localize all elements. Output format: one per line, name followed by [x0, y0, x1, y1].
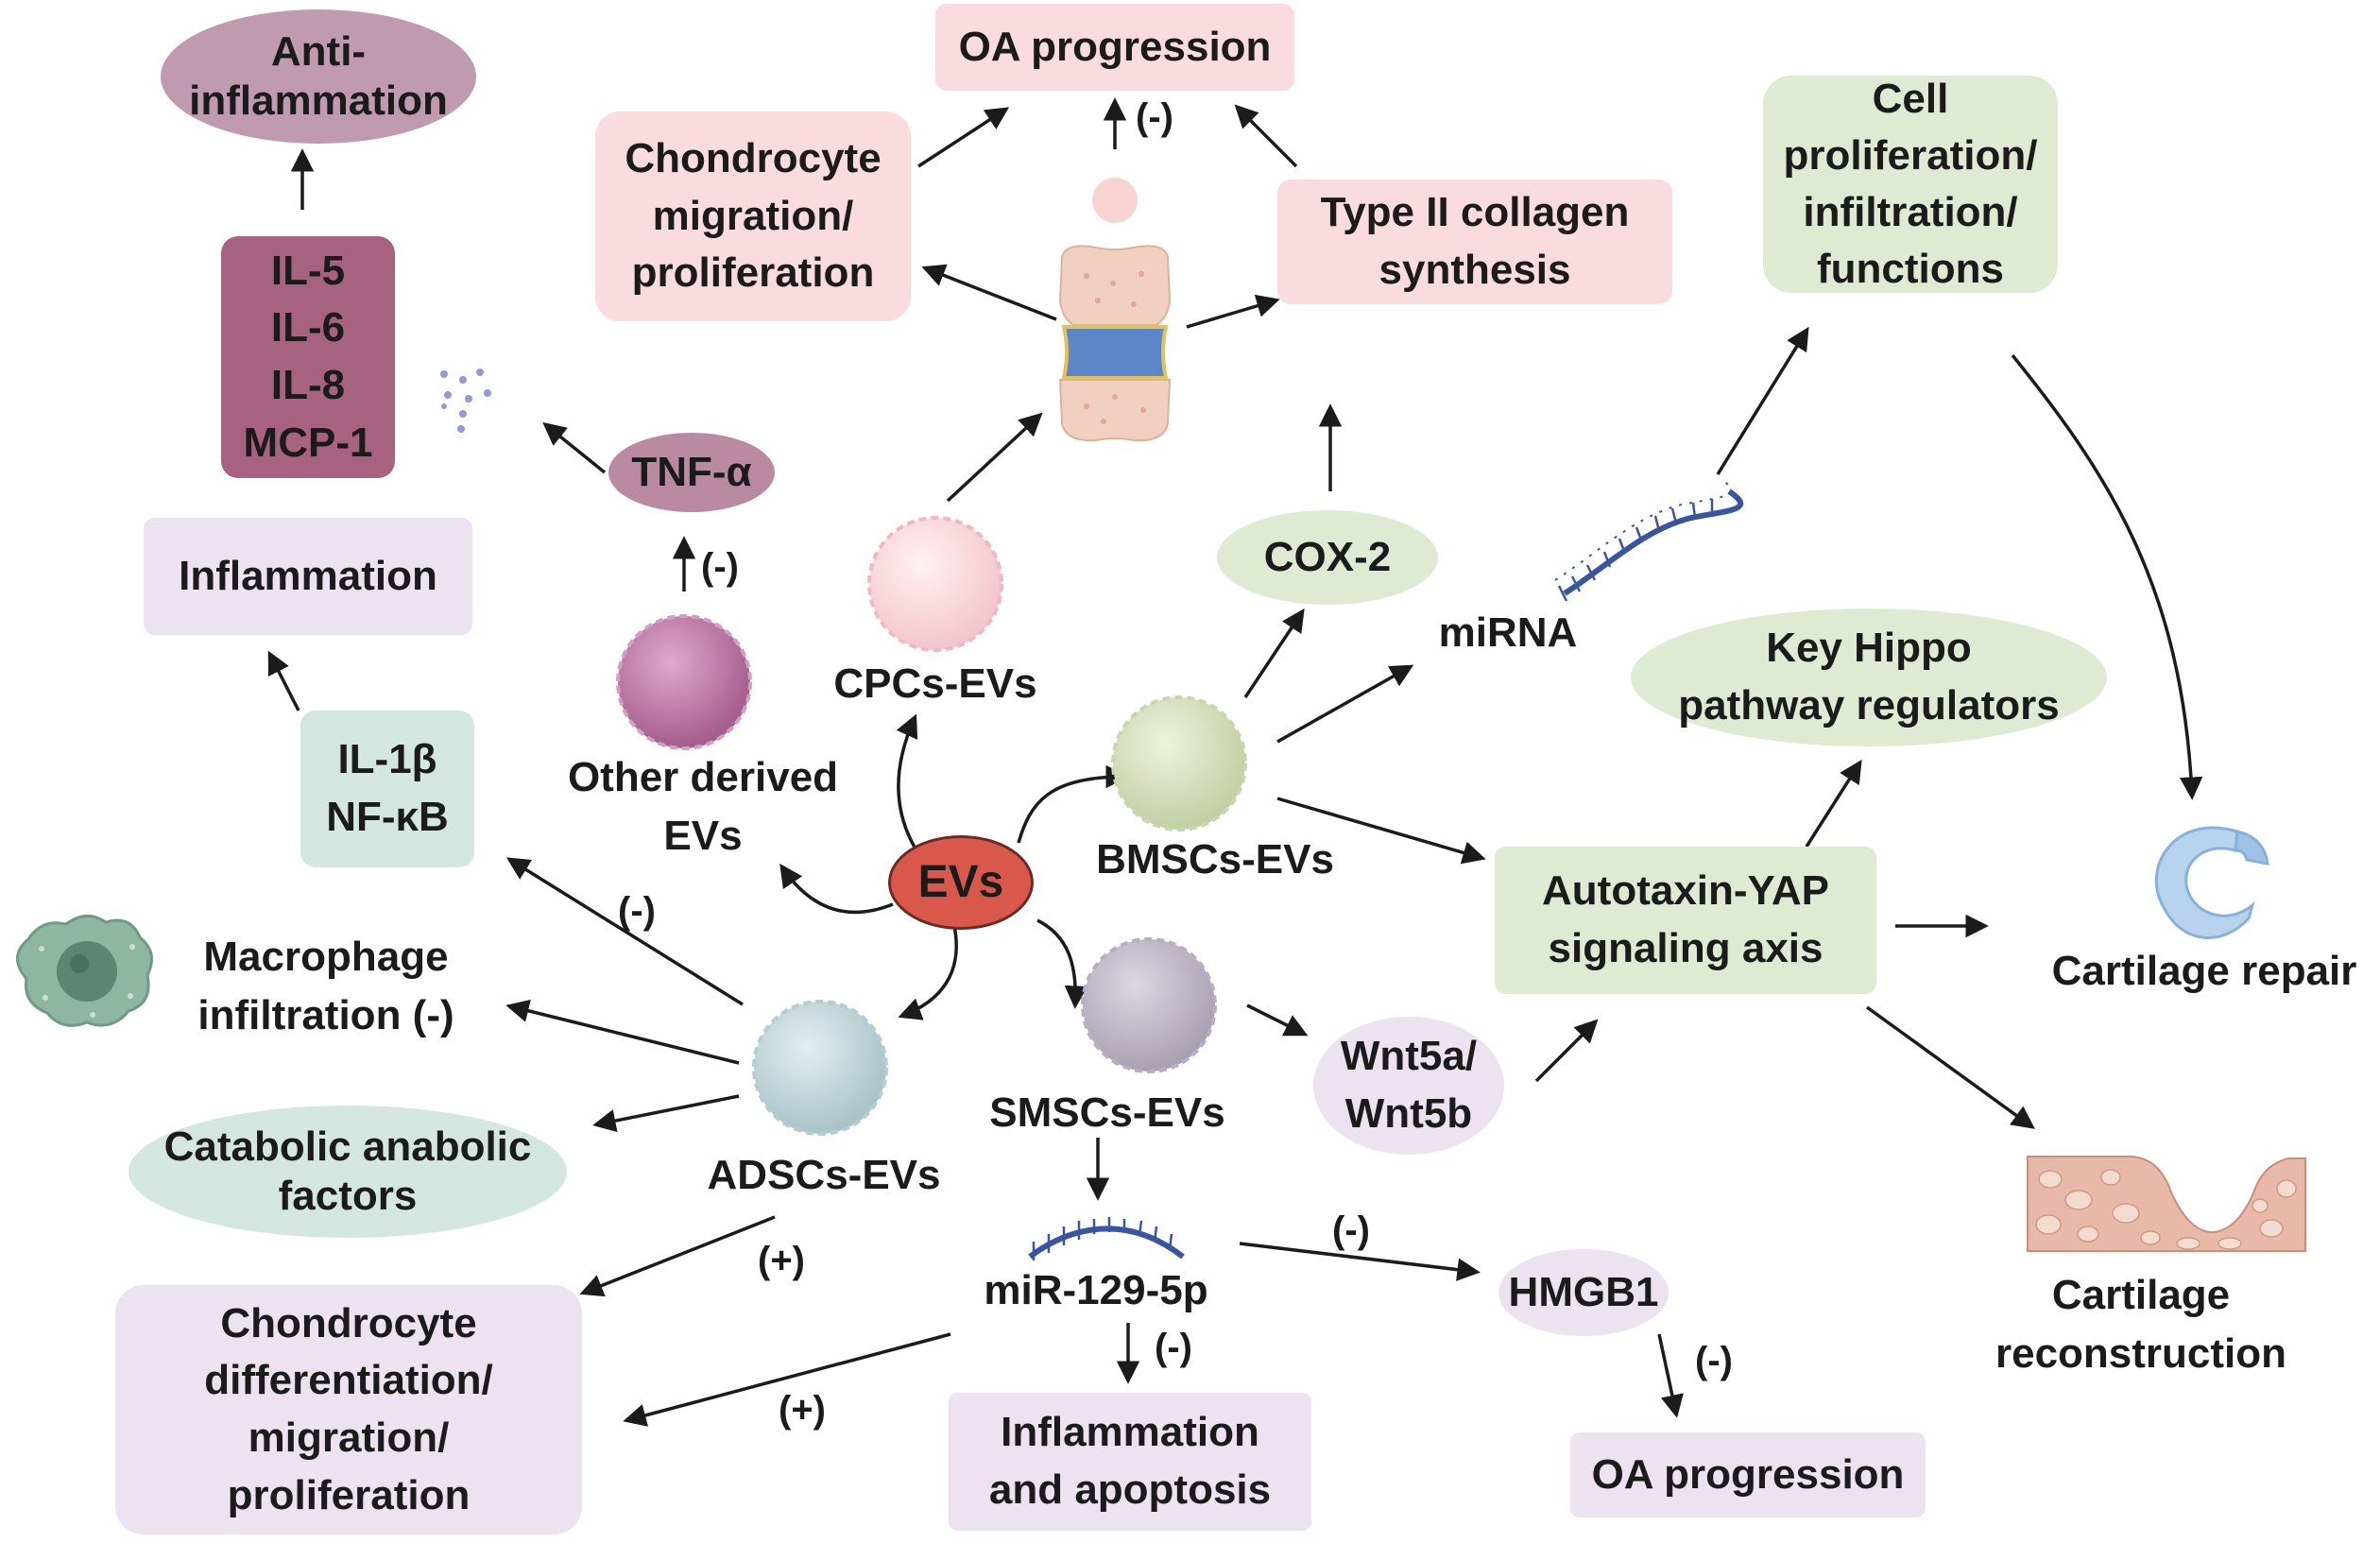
arrow-bmscs-to-mirna — [1276, 664, 1414, 744]
wnt-node: Wnt5a/ Wnt5b — [1313, 1017, 1504, 1155]
arrow-mirna-to-cell — [1716, 326, 1809, 475]
other-derived-evs-label: Other derived EVs — [567, 754, 839, 859]
oa-progression-top-label: OA progression — [958, 24, 1272, 71]
hmgb1-label: HMGB1 — [1508, 1269, 1659, 1316]
arrows — [267, 97, 2203, 1427]
cox2-label: COX-2 — [1263, 534, 1392, 581]
arrow-evs-to-smscs — [1036, 918, 1088, 1009]
autotaxin-yap-label: Autotaxin-YAP signaling axis — [1542, 867, 1829, 971]
mirna-label: miRNA — [1438, 609, 1578, 656]
catabolic-label: Catabolic anabolic factors — [163, 1123, 532, 1219]
arrow-joint-to-collagen — [1186, 294, 1280, 329]
mir129-label: miR-129-5p — [984, 1267, 1208, 1313]
inflammation-apoptosis-label: Inflammation and apoptosis — [988, 1409, 1272, 1513]
sign-other-tnf: (-) — [701, 546, 739, 588]
bmscs-evs-label: BMSCs-EVs — [1096, 836, 1334, 883]
inflammation-apoptosis-node: Inflammation and apoptosis — [949, 1393, 1311, 1531]
adscs-evs-label: ADSCs-EVs — [707, 1152, 941, 1198]
tnf-label: TNF-α — [631, 449, 752, 496]
hippo-label: Key Hippo pathway regulators — [1678, 625, 2060, 729]
rna-strand-icon — [1554, 477, 1744, 602]
hmgb1-node: HMGB1 — [1498, 1249, 1669, 1336]
arrow-adscs-to-catabolic — [592, 1094, 740, 1133]
bmscs-cell-icon — [1111, 695, 1247, 832]
arrow-cell-to-repair — [2011, 353, 2203, 800]
cytokines-label: IL-5 IL-6 IL-8 MCP-1 — [243, 247, 373, 466]
sign-adscs-chondro: (+) — [758, 1240, 805, 1281]
arrow-evs-to-other — [779, 863, 894, 915]
arrow-evs-to-bmscs — [1017, 764, 1129, 844]
cell-proliferation-label: Cell proliferation/ infiltration/ functi… — [1783, 76, 2038, 292]
il1b-nfkb-label: IL-1β NF-κB — [326, 736, 449, 840]
cytokines-node: IL-5 IL-6 IL-8 MCP-1 — [221, 236, 395, 478]
sign-mir-hmgb1: (-) — [1332, 1209, 1370, 1251]
cartilage-c-icon — [2154, 826, 2269, 939]
oa-progression-bottom-node: OA progression — [1570, 1432, 1926, 1517]
arrow-mir-to-hmgb1 — [1239, 1242, 1481, 1281]
chondrocyte-migration-node: Chondrocyte migration/ proliferation — [595, 111, 911, 321]
autotaxin-yap-node: Autotaxin-YAP signaling axis — [1495, 847, 1876, 994]
smscs-cell-icon — [1081, 937, 1217, 1073]
type2-collagen-label: Type II collagen synthesis — [1320, 189, 1630, 293]
chondrocyte-migration-label: Chondrocyte migration/ proliferation — [625, 134, 882, 297]
arrow-bmscs-to-cox2 — [1243, 608, 1305, 698]
cpcs-evs-label: CPCs-EVs — [833, 660, 1037, 707]
arrow-hmgb1-to-oa — [1657, 1333, 1684, 1418]
other-cell-icon — [616, 614, 752, 750]
adscs-cell-icon — [752, 1000, 888, 1136]
chondrocyte-diff-label: Chondrocyte differentiation/ migration/ … — [204, 1299, 493, 1518]
wnt-label: Wnt5a/ Wnt5b — [1340, 1033, 1478, 1137]
oa-progression-bottom-label: OA progression — [1591, 1451, 1905, 1499]
cytokine-droplets-icon — [440, 369, 491, 433]
arrow-evs-to-cpcs — [896, 713, 918, 851]
arrow-autotaxin-to-recon — [1865, 1005, 2035, 1129]
sign-adscs-il1b: (-) — [618, 890, 656, 932]
oa-progression-top-node: OA progression — [935, 4, 1294, 91]
arrow-cpcs-to-joint — [946, 412, 1043, 503]
cartilage-reconstruction-label: Cartilage reconstruction — [1995, 1272, 2287, 1377]
arrow-adscs-to-macrophage — [505, 999, 740, 1065]
cell-proliferation-node: Cell proliferation/ infiltration/ functi… — [1763, 76, 2058, 293]
sign-mir-inflam: (-) — [1155, 1327, 1192, 1368]
smscs-evs-label: SMSCs-EVs — [989, 1089, 1225, 1136]
arrow-smscs-to-wnt — [1246, 1003, 1309, 1037]
catabolic-node: Catabolic anabolic factors — [128, 1106, 567, 1238]
bone-tissue-icon — [2027, 1156, 2306, 1252]
knee-joint-icon — [1058, 178, 1172, 442]
evs-node: EVs — [888, 835, 1034, 930]
sign-mir-chondro: (+) — [779, 1389, 826, 1431]
arrow-tnf-to-cytokines — [542, 421, 607, 474]
cartilage-repair-label: Cartilage repair — [2051, 948, 2357, 994]
arrow-adscs-to-chondro — [579, 1215, 776, 1297]
type2-collagen-node: Type II collagen synthesis — [1277, 180, 1672, 304]
rna-strand-icon — [1028, 1217, 1185, 1260]
arrow-joint-to-chondro — [921, 264, 1057, 321]
macrophage-icon — [16, 915, 153, 1027]
il1b-nfkb-node: IL-1β NF-κB — [300, 711, 474, 867]
sign-hmgb1-oa: (-) — [1695, 1340, 1733, 1381]
inflammation-node: Inflammation — [144, 518, 472, 635]
chondrocyte-diff-node: Chondrocyte differentiation/ migration/ … — [115, 1285, 582, 1534]
macrophage-label: Macrophage infiltration (-) — [197, 934, 454, 1038]
anti-inflammation-node: Anti- inflammation — [161, 9, 476, 144]
arrow-autotaxin-to-hippo — [1805, 759, 1862, 848]
hippo-node: Key Hippo pathway regulators — [1631, 609, 2107, 746]
arrow-adscs-to-il1b — [505, 857, 744, 1006]
cox2-node: COX-2 — [1217, 510, 1438, 605]
arrow-mir-to-chondro — [623, 1332, 951, 1427]
sign-joint-oa: (-) — [1136, 96, 1173, 138]
cpcs-cell-icon — [867, 516, 1003, 652]
arrow-chondro-to-oa — [917, 107, 1010, 168]
arrow-bmscs-to-autotaxin — [1276, 797, 1486, 865]
anti-inflammation-label: Anti- inflammation — [189, 28, 448, 124]
inflammation-label: Inflammation — [179, 553, 437, 600]
arrow-il1b-to-inflammation — [267, 650, 300, 711]
tnf-node: TNF-α — [608, 433, 775, 512]
arrow-collagen-to-oa — [1234, 104, 1298, 168]
evs-label: EVs — [917, 856, 1004, 907]
arrow-evs-to-adscs — [898, 925, 958, 1020]
arrow-wnt-to-autotaxin — [1534, 1019, 1599, 1083]
